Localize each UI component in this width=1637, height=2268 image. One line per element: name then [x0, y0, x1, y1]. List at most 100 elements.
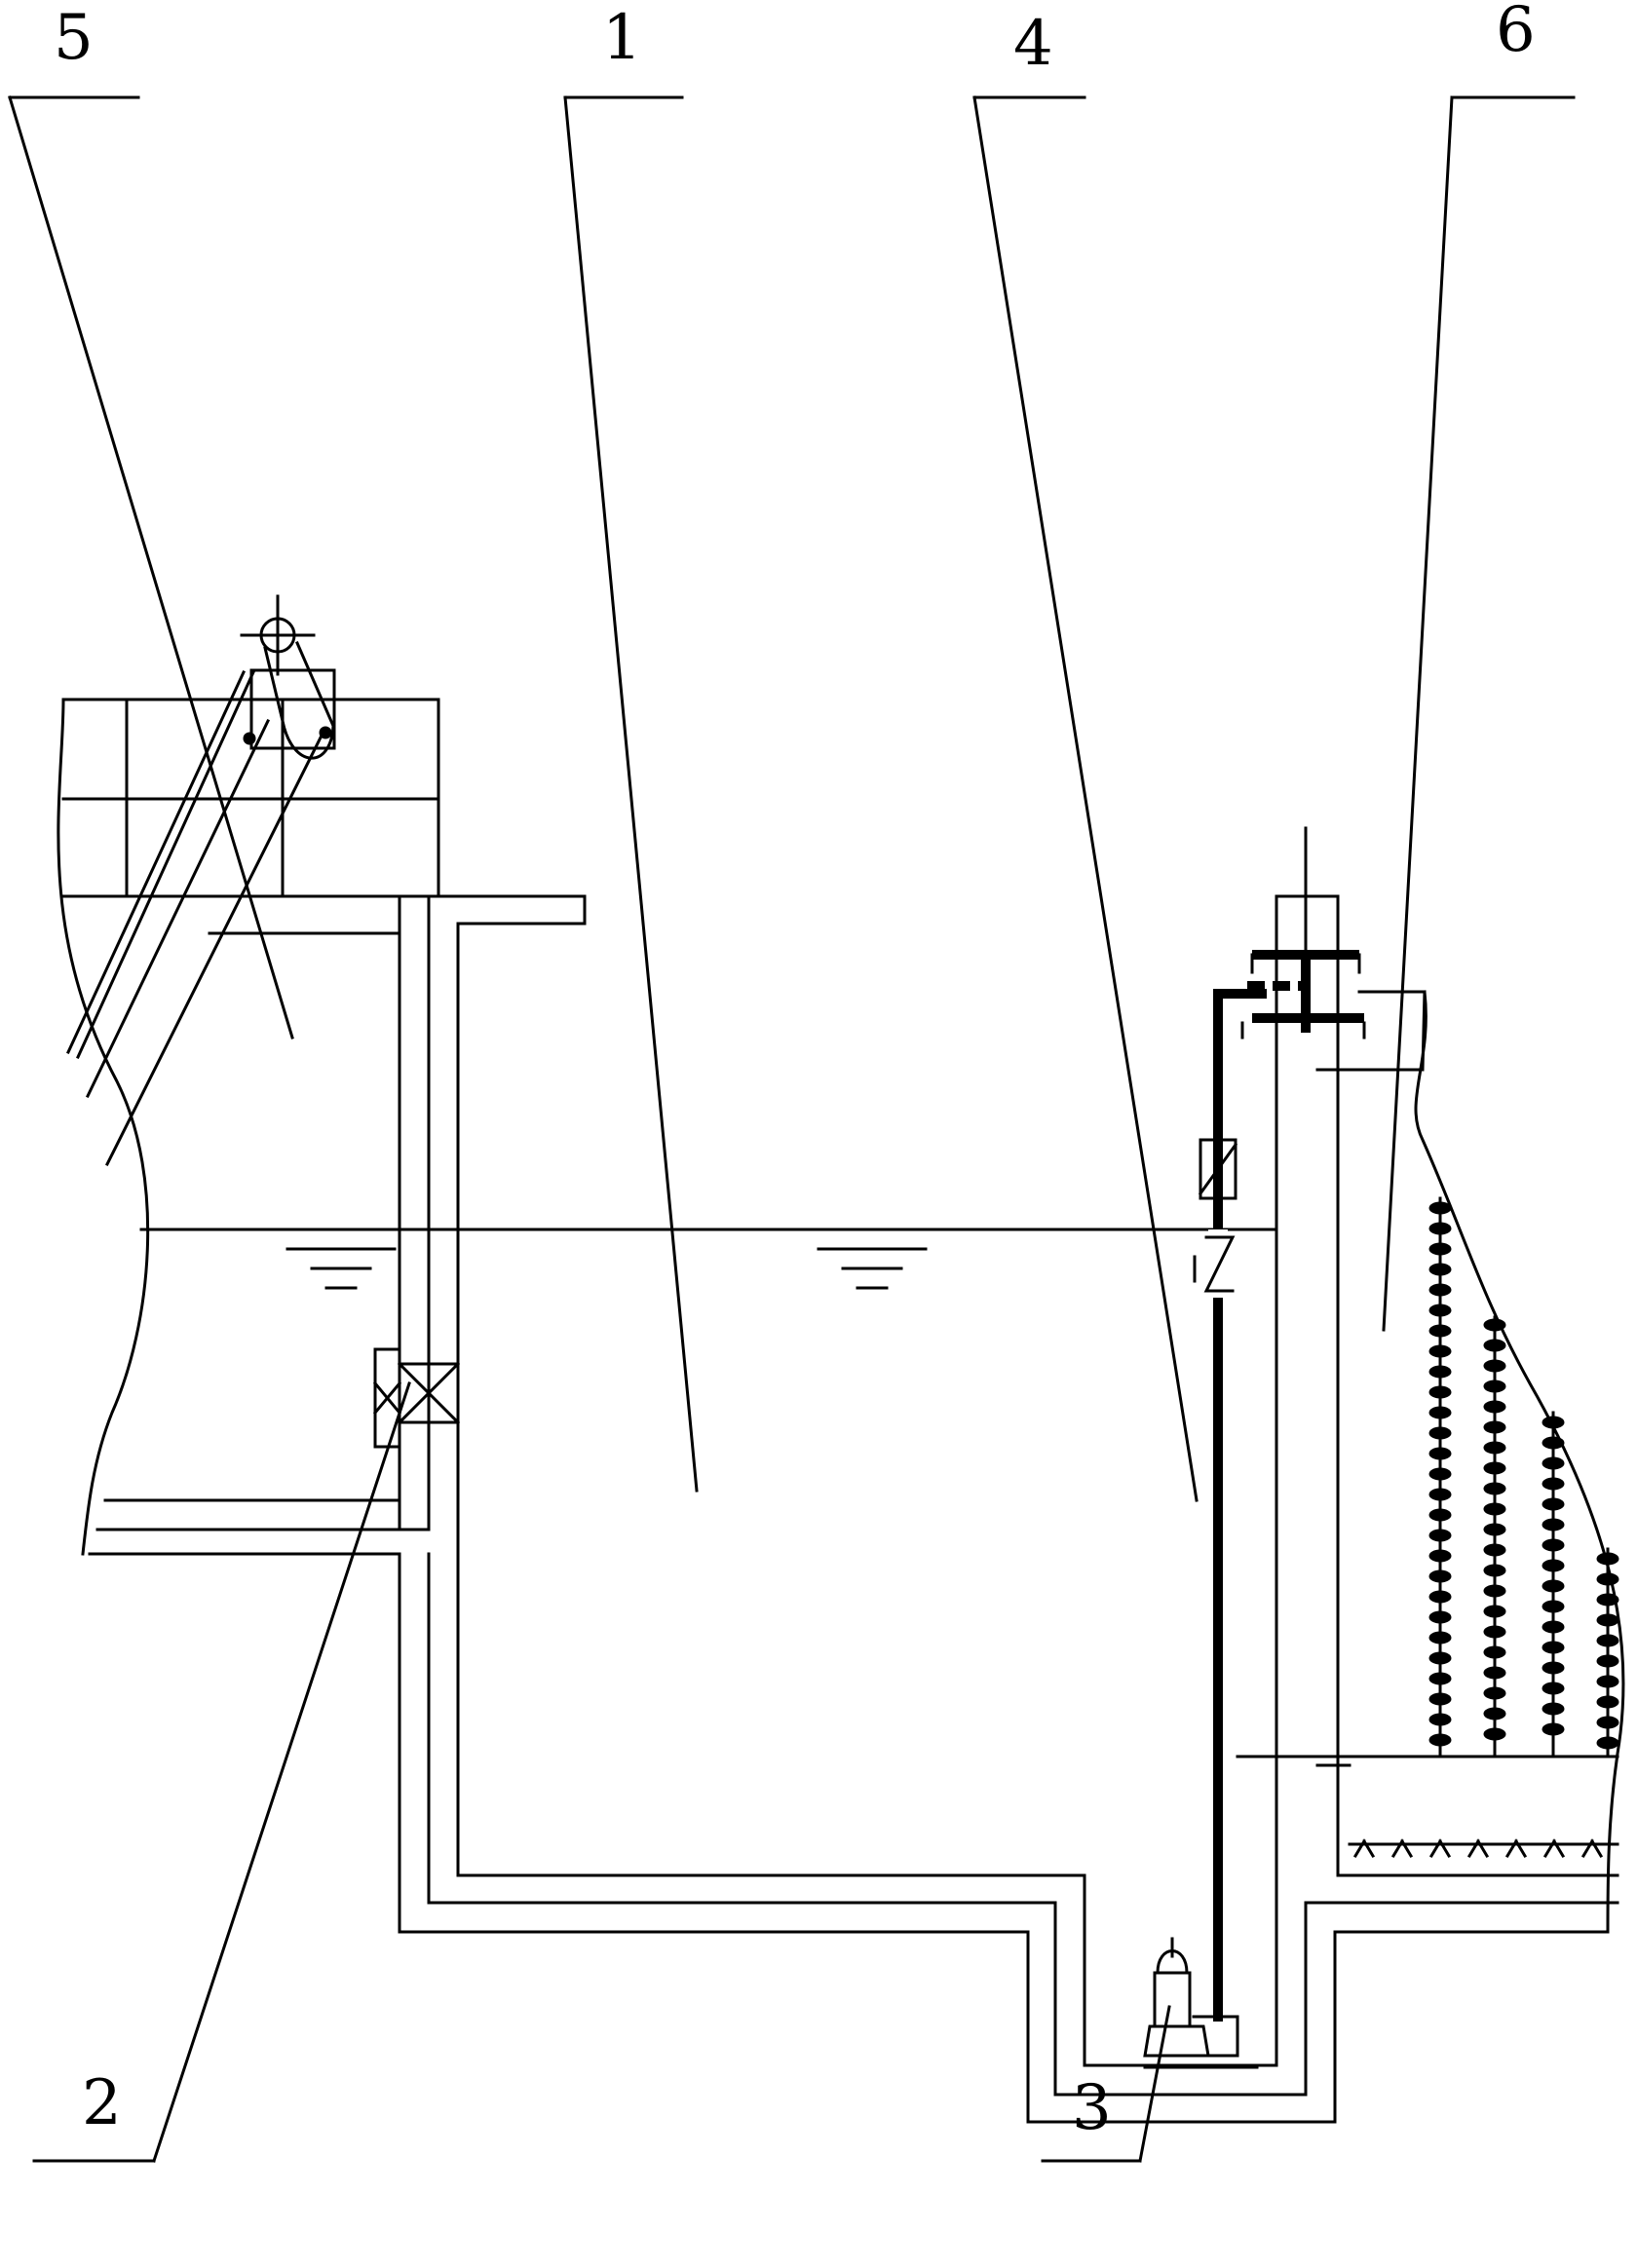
label-group-6: 6: [1382, 0, 1576, 1332]
aerator-icon: [1466, 1838, 1490, 1859]
label-group-3: 3: [1041, 2005, 1171, 2163]
media-bead: [1596, 1675, 1619, 1688]
media-bead: [1428, 1242, 1452, 1256]
media-bead: [1428, 1324, 1452, 1338]
media-beads: [1428, 1201, 1619, 1750]
channel-break-line: [57, 698, 150, 1556]
label-4: 4: [1013, 8, 1053, 80]
media-bead: [1483, 1686, 1506, 1700]
media-bead: [1483, 1359, 1506, 1373]
leader-5: [8, 95, 294, 1040]
media-bead: [1596, 1593, 1619, 1606]
tank-floor-mid: [427, 1901, 1619, 2097]
media-bead: [1483, 1318, 1506, 1332]
leader-6: [1382, 95, 1454, 1332]
media-bead: [1428, 1713, 1452, 1726]
leader-2: [152, 1381, 411, 2163]
water-level: [139, 1228, 1278, 1290]
check-valve-gap: [1208, 1229, 1228, 1298]
media-bead: [1428, 1283, 1452, 1297]
media-bead: [1428, 1610, 1452, 1624]
tank-floor-inner: [456, 1873, 1278, 2067]
media-bead: [1428, 1385, 1452, 1399]
aerator-icon: [1542, 1838, 1566, 1859]
sluice-gate: [372, 1347, 461, 1449]
bar-screen: [66, 594, 336, 1167]
media-bead: [1483, 1461, 1506, 1475]
media-bead: [1428, 1651, 1452, 1665]
media-bead: [1596, 1695, 1619, 1709]
valve-box-icon: [1199, 1138, 1237, 1200]
media-bead: [1542, 1559, 1565, 1572]
media-bead: [1542, 1702, 1565, 1716]
screen-rail-3: [85, 718, 271, 1099]
media-bead: [1428, 1569, 1452, 1583]
media-bead: [1428, 1304, 1452, 1317]
tank-floor-outer: [398, 1930, 1610, 2124]
media-bead: [1542, 1456, 1565, 1470]
media-bead: [1428, 1488, 1452, 1501]
media-bead: [1428, 1549, 1452, 1563]
media-bead: [1596, 1716, 1619, 1729]
media-bead: [1542, 1538, 1565, 1552]
label-group-5: 5: [8, 2, 294, 1040]
media-bead: [1483, 1441, 1506, 1455]
media-bead: [1428, 1201, 1452, 1215]
aerator-icon: [1352, 1838, 1376, 1859]
media-bead: [1596, 1572, 1619, 1586]
label-3: 3: [1072, 2072, 1112, 2144]
media-bead: [1428, 1631, 1452, 1644]
media-bead: [1542, 1579, 1565, 1593]
outlet-bend: [1315, 990, 1427, 1072]
media-bead: [1542, 1416, 1565, 1429]
label-group-4: 4: [972, 8, 1199, 1502]
media-bead: [1542, 1641, 1565, 1654]
drive-belt: [263, 641, 335, 760]
media-bead: [1596, 1613, 1619, 1627]
screen-pivot-1: [243, 732, 256, 745]
pump-coupling: [1192, 2015, 1239, 2058]
media-bead: [1483, 1645, 1506, 1659]
media-bead: [1428, 1590, 1452, 1604]
label-group-1: 1: [563, 2, 699, 1493]
bio-tank-break-line: [1414, 990, 1625, 1934]
media-bead: [1596, 1736, 1619, 1750]
media-bead: [1542, 1661, 1565, 1675]
aerator-icon: [1428, 1838, 1452, 1859]
media-bead: [1596, 1654, 1619, 1668]
media-bead: [1428, 1692, 1452, 1706]
media-bead: [1483, 1666, 1506, 1680]
media-bead: [1428, 1365, 1452, 1379]
media-bead: [1428, 1508, 1452, 1522]
media-bead: [1596, 1634, 1619, 1647]
label-1: 1: [602, 2, 642, 74]
aerator-icon: [1390, 1838, 1414, 1859]
label-group-2: 2: [32, 1381, 411, 2163]
media-bead: [1428, 1672, 1452, 1685]
media-bead: [1483, 1523, 1506, 1536]
media-bead: [1483, 1482, 1506, 1495]
valve-center: [1213, 1164, 1223, 1174]
label-6: 6: [1496, 0, 1536, 66]
media-bead: [1483, 1707, 1506, 1720]
media-bead: [1483, 1339, 1506, 1352]
media-bead: [1483, 1625, 1506, 1639]
media-bead: [1542, 1600, 1565, 1613]
media-bead: [1428, 1263, 1452, 1276]
screen-rail-4: [104, 733, 324, 1167]
screen-pivot-2: [319, 726, 332, 739]
media-bead: [1428, 1344, 1452, 1358]
leader-1: [563, 95, 699, 1493]
media-bead: [1542, 1497, 1565, 1511]
screen-rail-2: [76, 670, 255, 1059]
media-bead: [1542, 1477, 1565, 1491]
media-bead: [1483, 1420, 1506, 1434]
gate-x2: [397, 1361, 461, 1425]
label-2: 2: [82, 2067, 122, 2139]
aerator-icon: [1504, 1838, 1528, 1859]
gate-body-icon: [398, 1362, 460, 1424]
media-bead: [1483, 1605, 1506, 1618]
media-bead: [1428, 1529, 1452, 1542]
media-bead: [1483, 1584, 1506, 1598]
media-bead: [1483, 1543, 1506, 1557]
